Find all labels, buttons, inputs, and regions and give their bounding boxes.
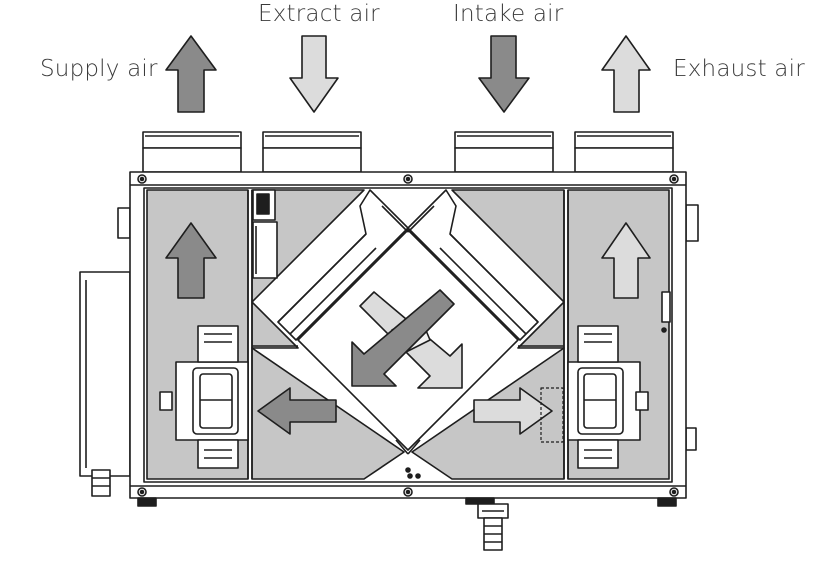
condensate-drain xyxy=(477,503,509,551)
intake-right-arrow-icon xyxy=(473,387,553,435)
exhaust-air-up-arrow-icon xyxy=(601,35,651,113)
screw-icon xyxy=(137,174,679,497)
duct-connector-icon xyxy=(574,131,674,173)
supply-fan-icon xyxy=(159,325,249,469)
intake-air-down-arrow-icon xyxy=(478,35,530,113)
supply-air-up-arrow-icon xyxy=(165,35,217,113)
duct-connector-icon xyxy=(142,131,242,173)
extract-diagonal-arrow-icon xyxy=(351,289,455,387)
controller-module xyxy=(252,189,278,279)
extract-air-down-arrow-icon xyxy=(289,35,339,113)
duct-connector-icon xyxy=(454,131,554,173)
extract-left-arrow-icon xyxy=(257,387,337,435)
sensor xyxy=(540,387,564,443)
label-extract-air: Extract air xyxy=(258,1,380,27)
duct-connector-icon xyxy=(262,131,362,173)
label-supply-air: Supply air xyxy=(40,56,158,82)
control-box xyxy=(79,271,131,497)
exhaust-fan-icon xyxy=(567,325,649,469)
supply-compartment-up-arrow-icon xyxy=(165,222,217,299)
label-exhaust-air: Exhaust air xyxy=(673,56,805,82)
exhaust-compartment-up-arrow-icon xyxy=(601,222,651,299)
label-intake-air: Intake air xyxy=(453,1,564,27)
